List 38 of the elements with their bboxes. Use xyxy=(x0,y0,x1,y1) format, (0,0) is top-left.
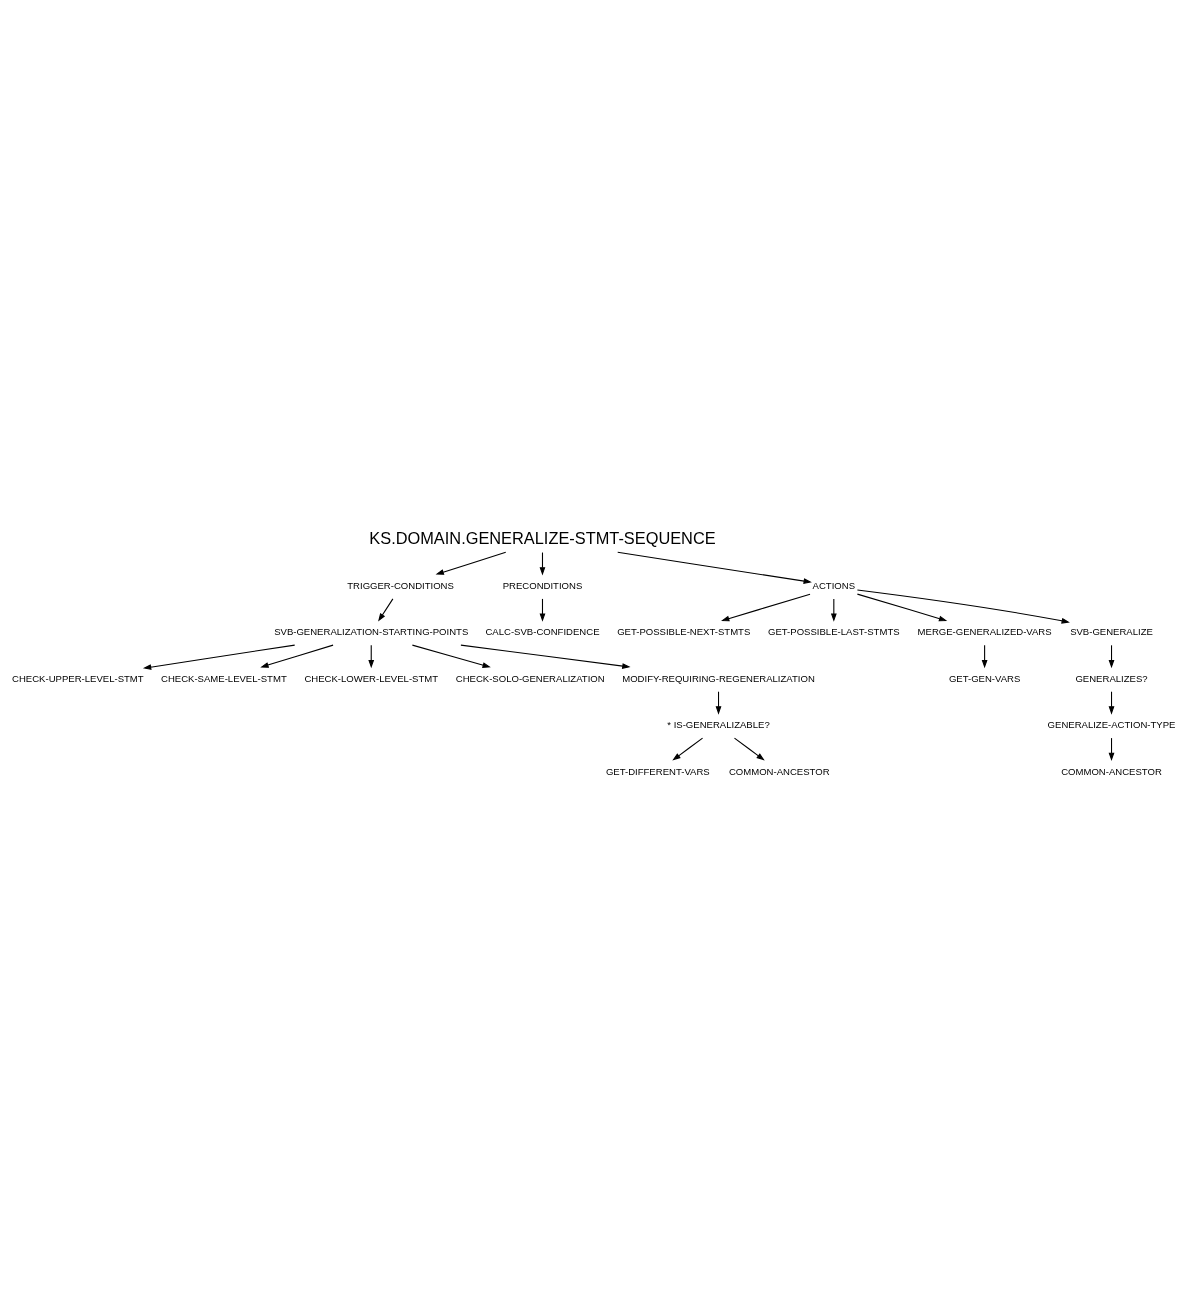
node-text: TRIGGER-CONDITIONS xyxy=(347,579,454,591)
node-text: GET-POSSIBLE-LAST-STMTS xyxy=(768,625,900,637)
arrow xyxy=(856,588,1070,624)
node-text: GENERALIZE-ACTION-TYPE xyxy=(1047,718,1176,730)
node-text: MERGE-GENERALIZED-VARS xyxy=(917,625,1052,637)
node-text: * IS-GENERALIZABLE? xyxy=(667,718,770,730)
node-text: GET-DIFFERENT-VARS xyxy=(605,765,710,777)
node-text: CHECK-SOLO-GENERALIZATION xyxy=(455,672,605,684)
node-text: SVB-GENERALIZE xyxy=(1070,625,1153,637)
arrow xyxy=(617,551,812,584)
arrow xyxy=(368,644,375,668)
node-text: GET-POSSIBLE-NEXT-STMTS xyxy=(617,625,751,637)
node-text: KS.DOMAIN.GENERALIZE-STMT-SEQUENCE xyxy=(369,528,716,547)
arrow xyxy=(721,593,811,621)
node-text: GENERALIZES? xyxy=(1075,672,1148,684)
arrow xyxy=(435,551,507,575)
arrow xyxy=(1108,644,1115,668)
node-text: COMMON-ANCESTOR xyxy=(1061,765,1162,777)
node-text: SVB-GENERALIZATION-STARTING-POINTS xyxy=(274,625,469,637)
arrow xyxy=(981,644,988,668)
arrow xyxy=(856,593,948,621)
arrow xyxy=(411,644,491,668)
node-text: GET-GEN-VARS xyxy=(948,672,1021,684)
arrow xyxy=(460,644,631,669)
arrow xyxy=(672,737,704,761)
arrow xyxy=(260,644,334,668)
arrow xyxy=(378,597,394,622)
arrow xyxy=(1108,737,1115,761)
arrow xyxy=(142,644,296,670)
node-text: CALC-SVB-CONFIDENCE xyxy=(485,625,600,637)
node-text: PRECONDITIONS xyxy=(502,579,583,591)
node-text: CHECK-UPPER-LEVEL-STMT xyxy=(12,672,144,684)
node-text: MODIFY-REQUIRING-REGENERALIZATION xyxy=(622,672,815,684)
node-text: CHECK-SAME-LEVEL-STMT xyxy=(161,672,287,684)
arrow xyxy=(733,737,765,761)
node-text: ACTIONS xyxy=(812,579,856,591)
node-text: COMMON-ANCESTOR xyxy=(728,765,830,777)
node-text: CHECK-LOWER-LEVEL-STMT xyxy=(304,672,439,684)
